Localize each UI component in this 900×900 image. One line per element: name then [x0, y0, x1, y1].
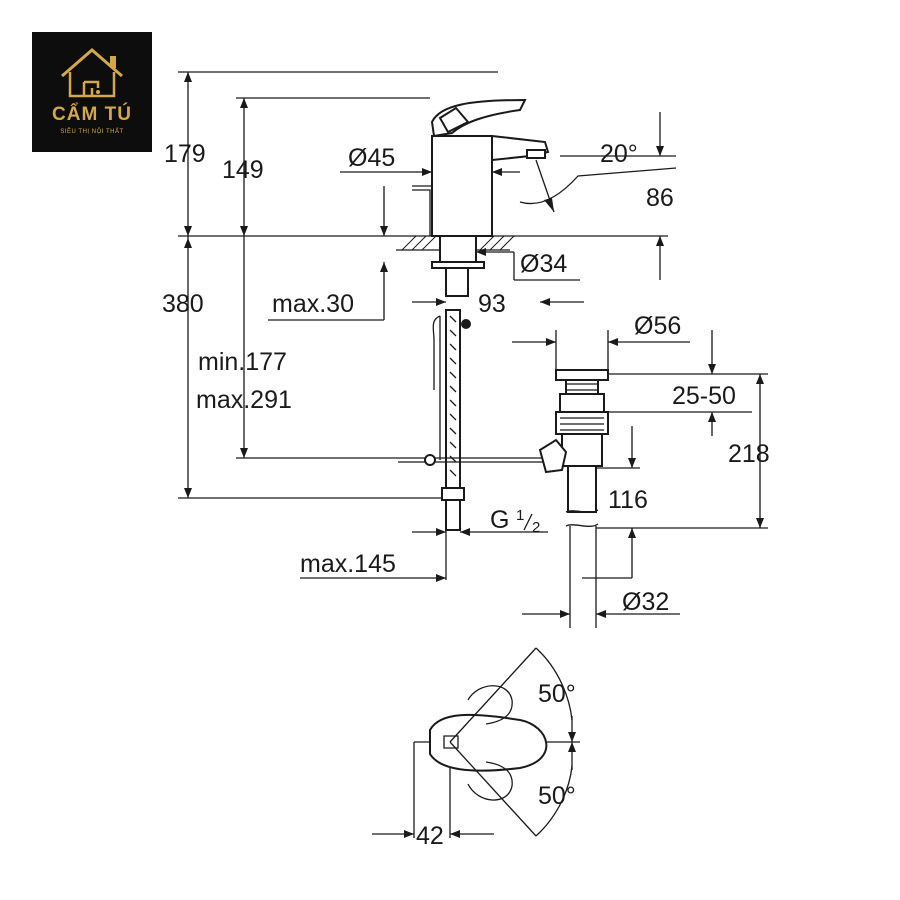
label-380: 380	[162, 290, 204, 318]
brand-name: CẨM TÚ	[52, 104, 132, 125]
counter-deck	[178, 235, 668, 297]
supply-hoses	[398, 309, 548, 531]
label-149: 149	[222, 156, 264, 184]
label-max145: max.145	[300, 550, 396, 578]
label-thread-numerator: 1	[516, 507, 524, 524]
top-view-arrowheads	[404, 732, 576, 838]
label-d56: Ø56	[634, 312, 681, 340]
thread-fraction-slash	[523, 513, 533, 531]
label-93: 93	[478, 290, 506, 318]
label-thread-g: G	[490, 506, 509, 534]
label-max30: max.30	[272, 290, 354, 318]
label-218: 218	[728, 440, 770, 468]
label-25-50: 25-50	[672, 382, 736, 410]
label-d45: Ø45	[348, 144, 395, 172]
label-d34: Ø34	[520, 250, 567, 278]
faucet-body	[412, 98, 550, 237]
house-icon	[61, 48, 123, 98]
label-116: 116	[608, 486, 648, 514]
label-angle-50-bottom: 50°	[538, 782, 576, 810]
label-min177: min.177	[198, 348, 287, 376]
dimension-labels: 179 149 Ø45 20° 86 Ø34 380 max.30 93 Ø56…	[162, 140, 770, 850]
label-angle-50-top: 50°	[538, 680, 576, 708]
label-179: 179	[164, 140, 206, 168]
arrowheads	[184, 72, 764, 618]
label-42: 42	[416, 822, 444, 850]
label-d32: Ø32	[622, 588, 669, 616]
label-86: 86	[646, 184, 674, 212]
top-view	[372, 647, 580, 838]
pop-up-waste	[538, 369, 609, 628]
brand-tagline: SIÊU THỊ NỘI THẤT	[60, 129, 124, 135]
brand-logo: CẨM TÚ SIÊU THỊ NỘI THẤT	[32, 32, 152, 152]
label-thread-denominator: 2	[532, 519, 540, 536]
label-max291: max.291	[196, 386, 292, 414]
label-angle-20: 20°	[600, 140, 638, 168]
